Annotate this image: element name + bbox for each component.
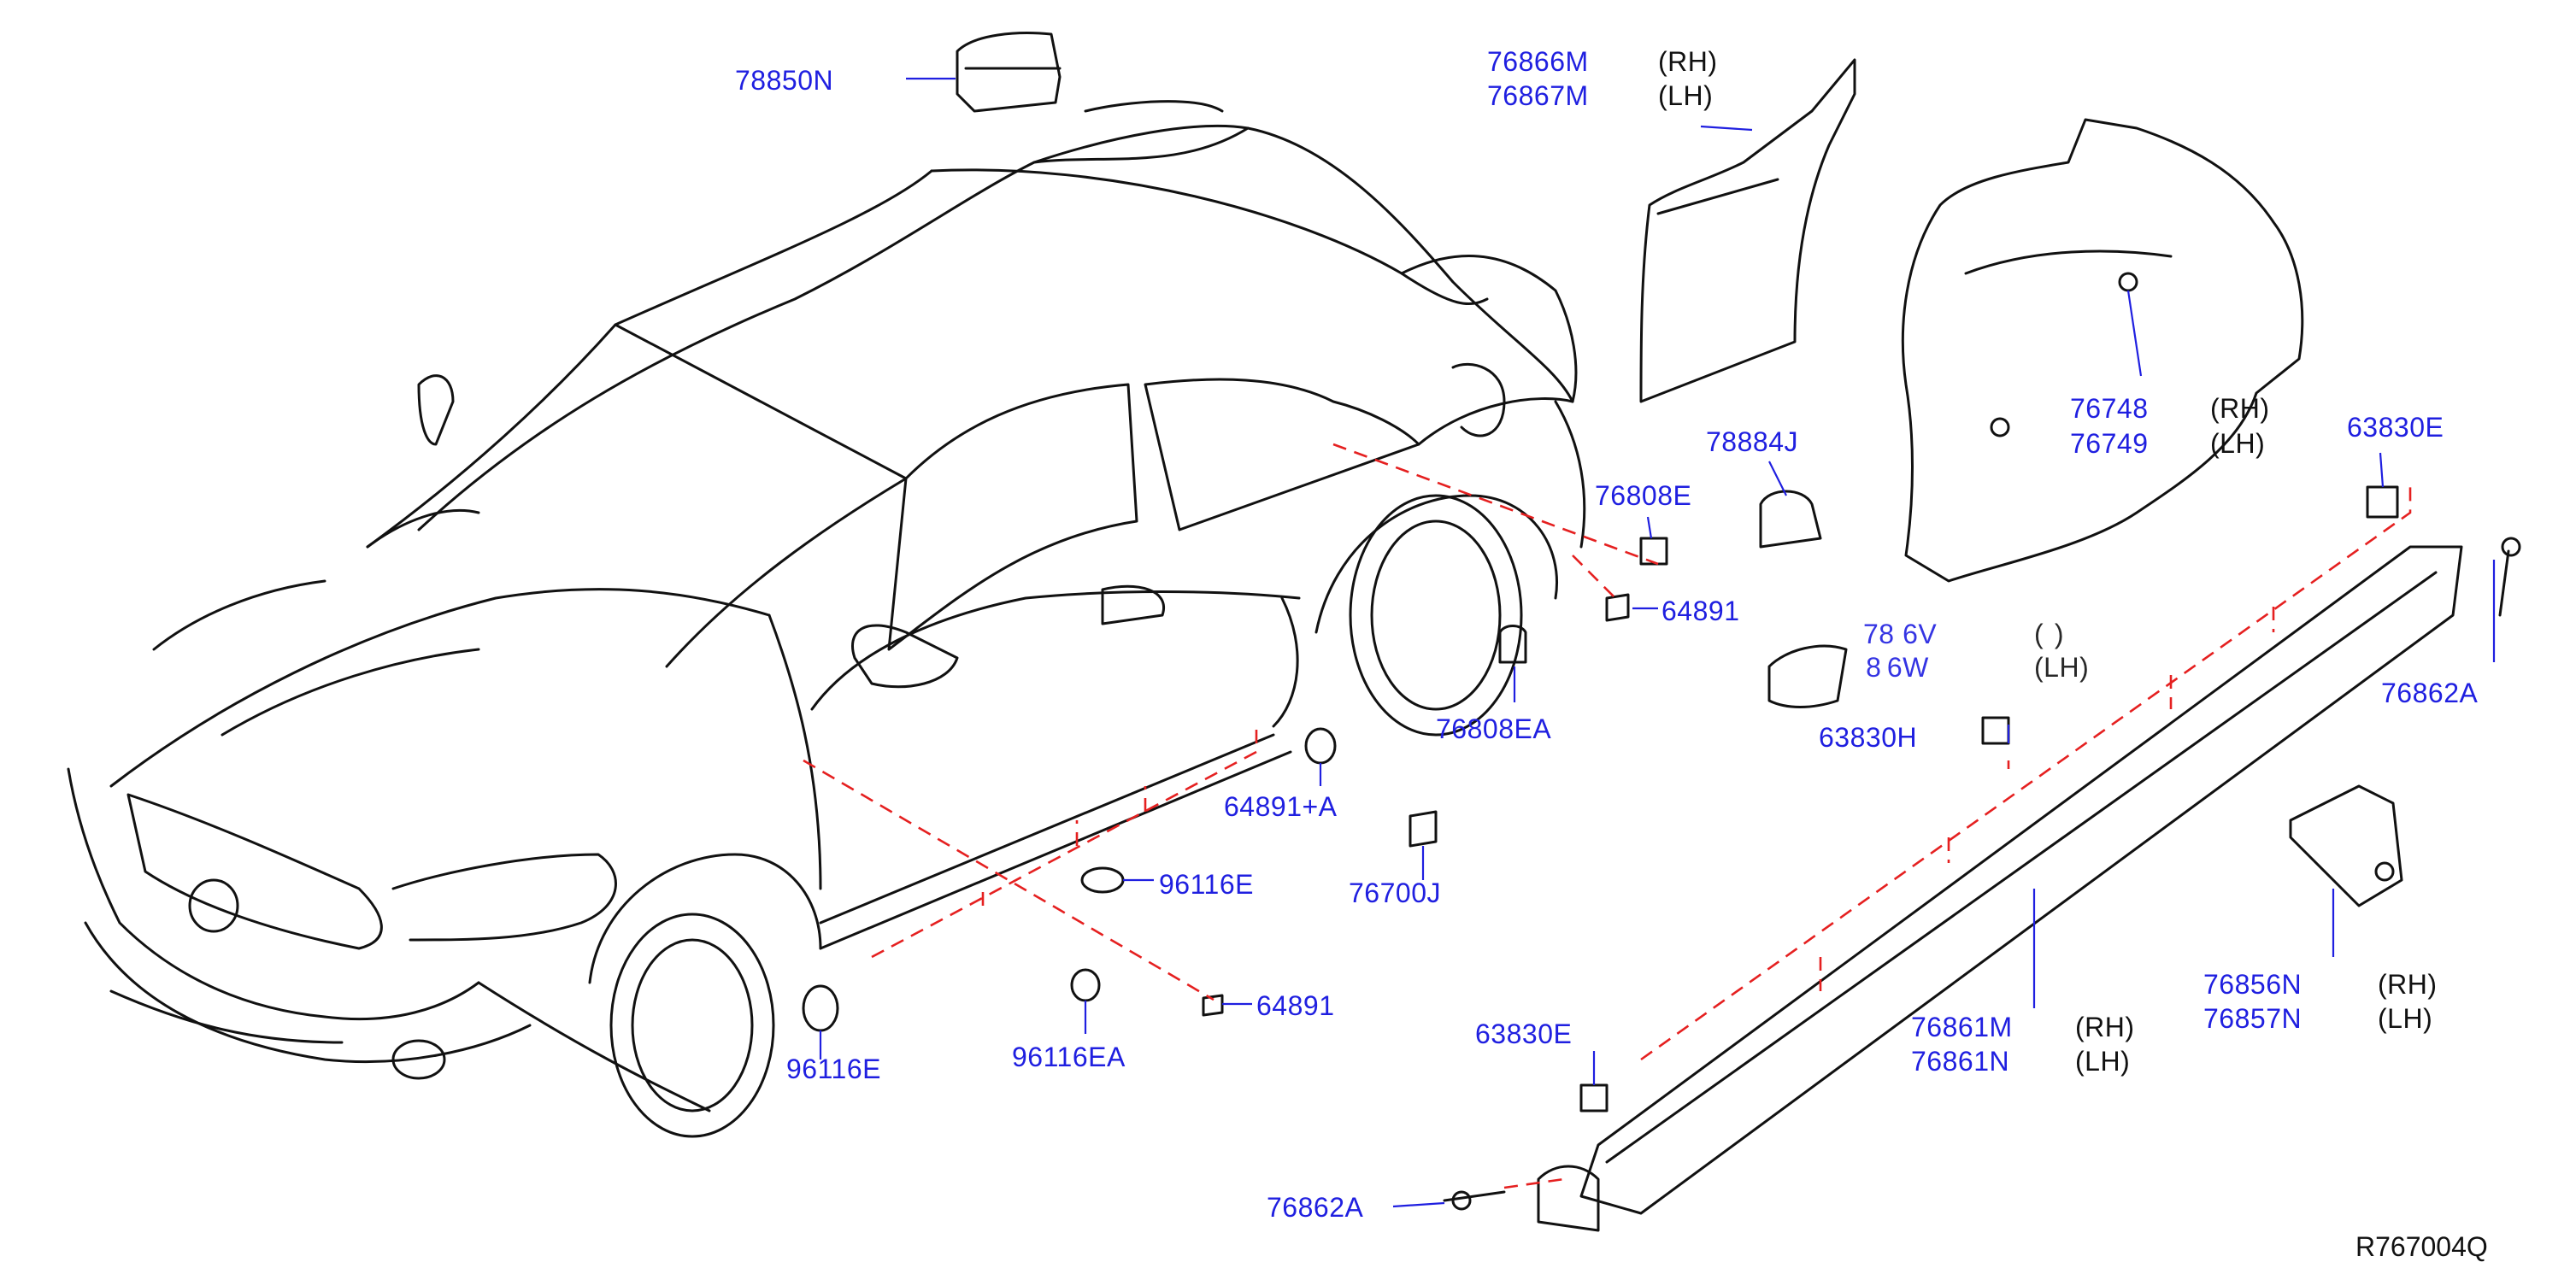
callout-76861N-side: (LH)	[2075, 1046, 2130, 1077]
callout-76862A-upper: 76862A	[2381, 678, 2478, 708]
callout-76866M-side: (RH)	[1658, 46, 1718, 77]
callout-76857N-side: (LH)	[2378, 1003, 2432, 1034]
mounting-dashes	[803, 443, 2412, 1189]
parts-illustration	[802, 32, 2521, 1232]
callout-76857N: 76857N	[2203, 1003, 2302, 1034]
callout-64891-lower: 64891	[1256, 990, 1334, 1021]
callout-76861M-side: (RH)	[2075, 1012, 2135, 1042]
callout-96116E-upper: 96116E	[1159, 869, 1254, 900]
callout-96116EA: 96116EA	[1012, 1042, 1126, 1072]
callout-76861M: 76861M	[1911, 1012, 2013, 1042]
callout-obscured-rh-side: ( )	[2034, 619, 2064, 649]
callout-76861N: 76861N	[1911, 1046, 2009, 1077]
callout-76867M: 76867M	[1487, 80, 1589, 111]
callout-obscured-lh: 8 6W	[1863, 652, 1929, 683]
callout-76749-side: (LH)	[2210, 428, 2265, 459]
leader-lines	[819, 77, 2496, 1208]
callout-76808E: 76808E	[1595, 480, 1691, 511]
diagram-reference-code: R767004Q	[2355, 1231, 2488, 1262]
callout-78884J: 78884J	[1706, 426, 1798, 457]
callout-76856N-side: (RH)	[2378, 969, 2438, 1000]
callout-76749: 76749	[2070, 428, 2148, 459]
callout-63830H: 63830H	[1819, 722, 1917, 753]
callout-78850N: 78850N	[735, 65, 833, 96]
callout-76748-side: (RH)	[2210, 393, 2270, 424]
callout-76808EA: 76808EA	[1436, 713, 1551, 744]
callout-63830E-upper: 63830E	[2347, 412, 2444, 443]
callout-76862A-lower: 76862A	[1267, 1192, 1363, 1223]
callout-76748: 76748	[2070, 393, 2148, 424]
callout-64891-upper: 64891	[1661, 596, 1739, 626]
callout-obscured-lh-side: (LH)	[2034, 652, 2089, 683]
callout-76866M: 76866M	[1487, 46, 1589, 77]
callouts: 78850N 76866M (RH) 76867M (LH) 76748 (RH…	[735, 46, 2478, 1223]
callout-96116E-lower: 96116E	[786, 1054, 881, 1084]
callout-64891+A: 64891+A	[1224, 791, 1338, 822]
callout-76700J: 76700J	[1349, 878, 1441, 908]
callout-obscured-rh: 78 6V	[1863, 619, 1937, 649]
callout-76856N: 76856N	[2203, 969, 2302, 1000]
car-illustration	[67, 100, 1586, 1138]
callout-63830E-lower: 63830E	[1475, 1019, 1572, 1049]
callout-76867M-side: (LH)	[1658, 80, 1713, 111]
